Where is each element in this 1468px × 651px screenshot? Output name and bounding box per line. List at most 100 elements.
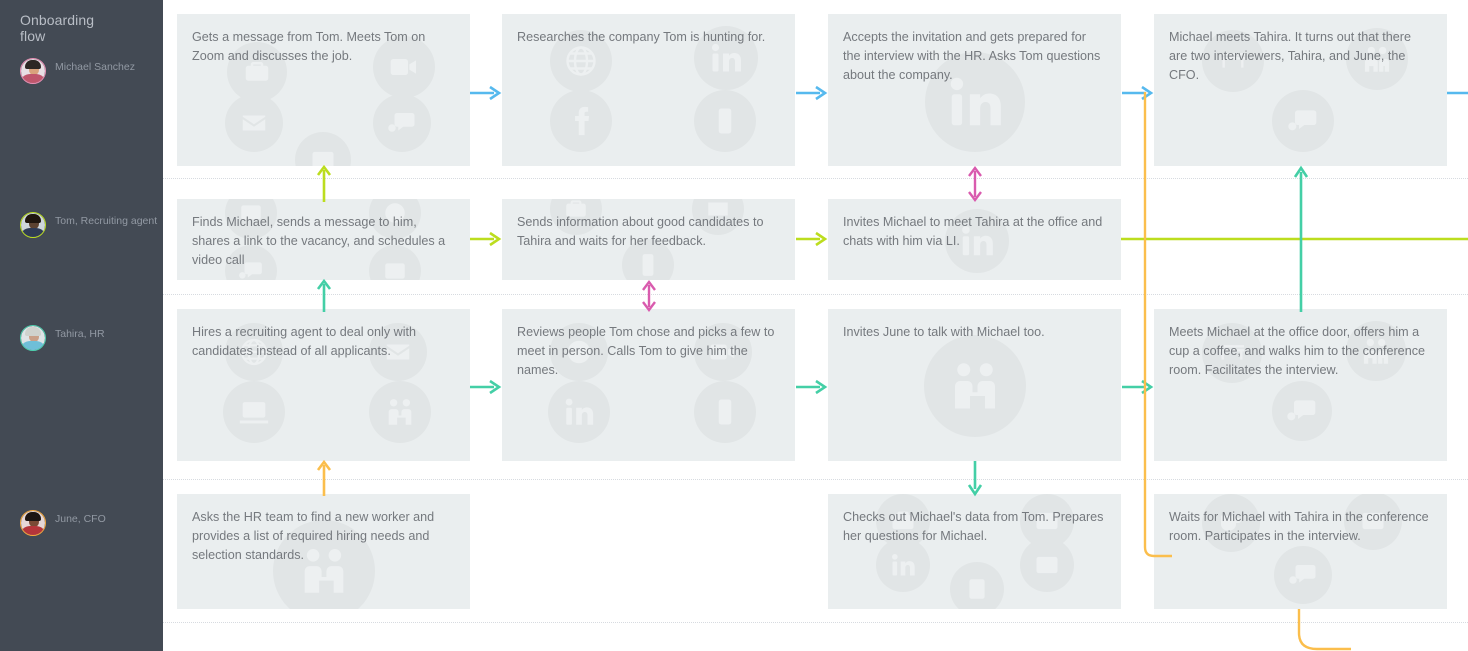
card-tahira-2[interactable]: Reviews people Tom chose and picks a few… [502, 309, 795, 461]
desk-icon [1202, 30, 1264, 92]
linkedin-icon [548, 381, 610, 443]
sidebar-item-label-june: June, CFO [55, 513, 106, 525]
laptop-icon [223, 381, 285, 443]
connector-tahira-1-to-2 [470, 374, 502, 400]
mobile-phone-icon [694, 90, 756, 152]
two-people-icon [1346, 28, 1408, 90]
sidebar-item-june[interactable]: June, CFO [20, 510, 160, 536]
handshake-icon [924, 335, 1026, 437]
lane-divider-michael-tom [163, 178, 1468, 179]
card-text: Invites June to talk with Michael too. [843, 325, 1045, 339]
linkedin-icon [876, 538, 930, 592]
card-text: Meets Michael at the office door, offers… [1169, 325, 1425, 377]
board-title-line1: Onboarding [20, 12, 95, 28]
list-card-icon [1020, 538, 1074, 592]
card-tom-1[interactable]: Finds Michael, sends a message to him, s… [177, 199, 470, 280]
globe-icon [225, 323, 283, 381]
connector-michael-3-down-to-june-4 [1138, 92, 1172, 562]
sidebar: Onboarding flow Michael Sanchez Tom, Rec… [0, 0, 163, 651]
chat-bubbles-icon [1272, 381, 1332, 441]
card-text: Checks out Michael's data from Tom. Prep… [843, 510, 1104, 543]
card-tahira-3[interactable]: Invites June to talk with Michael too. [828, 309, 1121, 461]
connector-tom-2-and-tahira-2-bidirectional [638, 280, 660, 312]
card-text: Reviews people Tom chose and picks a few… [517, 325, 775, 377]
card-june-3[interactable]: Checks out Michael's data from Tom. Prep… [828, 494, 1121, 609]
sidebar-item-tom[interactable]: Tom, Recruiting agent [20, 212, 160, 238]
card-michael-3[interactable]: Accepts the invitation and gets prepared… [828, 14, 1121, 166]
connector-tom-3-and-michael-3-bidirectional [964, 166, 986, 202]
connector-june-4-down-out [1291, 609, 1351, 651]
avatar-june-icon [20, 510, 46, 536]
chat-bubbles-icon [225, 245, 277, 280]
card-michael-1[interactable]: Gets a message from Tom. Meets Tom on Zo… [177, 14, 470, 166]
connector-michael-1-to-2 [470, 80, 502, 106]
connector-tom-1-to-2 [470, 226, 502, 252]
coffee-icon [1202, 494, 1260, 552]
at-sign-icon [550, 323, 608, 381]
sidebar-item-label-tahira: Tahira, HR [55, 328, 105, 340]
desk-icon [1202, 323, 1262, 383]
card-michael-2[interactable]: Researches the company Tom is hunting fo… [502, 14, 795, 166]
lane-divider-tahira-june [163, 479, 1468, 480]
connector-tom-1-up-to-michael-1 [313, 164, 335, 202]
flow-canvas[interactable]: Gets a message from Tom. Meets Tom on Zo… [163, 0, 1468, 651]
card-text: Accepts the invitation and gets prepared… [843, 30, 1101, 82]
card-text: Finds Michael, sends a message to him, s… [192, 215, 446, 267]
sidebar-item-michael[interactable]: Michael Sanchez [20, 58, 160, 84]
chat-bubbles-icon [1274, 546, 1332, 604]
sidebar-item-label-tom: Tom, Recruiting agent [55, 215, 158, 227]
connector-michael-2-to-3 [796, 80, 828, 106]
sidebar-item-tahira[interactable]: Tahira, HR [20, 325, 160, 351]
mobile-phone-icon [694, 381, 756, 443]
facebook-icon [550, 90, 612, 152]
video-camera-icon [373, 36, 435, 98]
handshake-icon [369, 381, 431, 443]
linkedin-icon [945, 209, 1009, 273]
connector-tom-3-to-right-edge [1121, 226, 1468, 252]
card-tom-3[interactable]: Invites Michael to meet Tahira at the of… [828, 199, 1121, 280]
card-text: Invites Michael to meet Tahira at the of… [843, 215, 1103, 248]
card-text: Sends information about good candidates … [517, 215, 764, 248]
avatar-michael-icon [20, 58, 46, 84]
globe-icon [550, 30, 612, 92]
list-card-icon [369, 245, 421, 280]
connector-tom-2-to-3 [796, 226, 828, 252]
board-title-line2: flow [20, 28, 46, 44]
card-michael-4[interactable]: Michael meets Tahira. It turns out that … [1154, 14, 1447, 166]
card-june-4[interactable]: Waits for Michael with Tahira in the con… [1154, 494, 1447, 609]
at-sign-icon [369, 199, 421, 239]
connector-tahira-1-up-to-tom-1 [313, 278, 335, 312]
handshake-icon [273, 520, 375, 609]
envelope-at-icon [225, 94, 283, 152]
card-text: Hires a recruiting agent to deal only wi… [192, 325, 417, 358]
card-tahira-1[interactable]: Hires a recruiting agent to deal only wi… [177, 309, 470, 461]
avatar-tahira-icon [20, 325, 46, 351]
linkedin-icon [925, 52, 1025, 152]
chat-bubbles-icon [1272, 90, 1334, 152]
clipboard-icon [950, 562, 1004, 609]
sidebar-item-label-michael: Michael Sanchez [55, 61, 135, 73]
list-card-icon [295, 132, 351, 166]
connector-tahira-3-down-to-june-3 [964, 461, 986, 497]
card-tahira-4[interactable]: Meets Michael at the office door, offers… [1154, 309, 1447, 461]
board-title: Onboarding flow [20, 12, 150, 44]
card-text: Researches the company Tom is hunting fo… [517, 30, 766, 44]
card-tom-2[interactable]: Sends information about good candidates … [502, 199, 795, 280]
card-text: Gets a message from Tom. Meets Tom on Zo… [192, 30, 426, 63]
chat-icon [225, 199, 277, 239]
linkedin-icon [694, 26, 758, 90]
list-card-icon [1344, 494, 1402, 550]
video-camera-icon [694, 323, 752, 381]
chat-bubbles-icon [373, 94, 431, 152]
connector-tahira-2-to-3 [796, 374, 828, 400]
lane-divider-june-bottom [163, 622, 1468, 623]
two-people-icon [1346, 321, 1406, 381]
card-text: Asks the HR team to find a new worker an… [192, 510, 435, 562]
connector-tahira-4-up-to-michael-4 [1290, 165, 1312, 312]
card-june-1[interactable]: Asks the HR team to find a new worker an… [177, 494, 470, 609]
card-text: Waits for Michael with Tahira in the con… [1169, 510, 1429, 543]
connector-june-1-up-to-tahira-1 [313, 459, 335, 496]
envelope-at-icon [369, 323, 427, 381]
lane-divider-tom-tahira [163, 294, 1468, 295]
